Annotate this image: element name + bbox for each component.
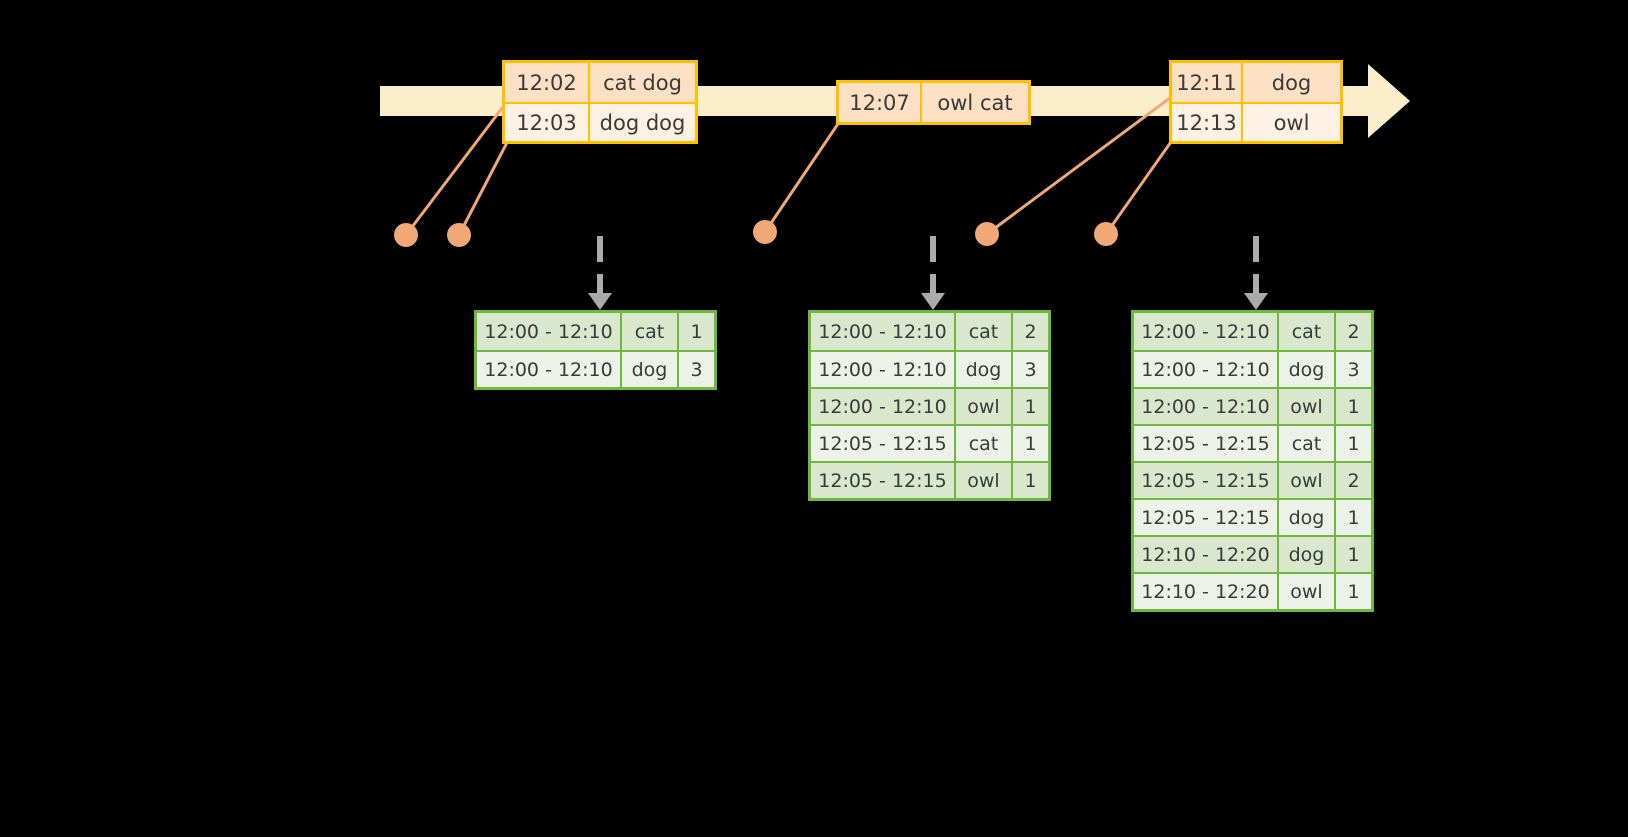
event-row: 12:07 owl cat — [839, 83, 1028, 122]
event-words: dog — [1271, 70, 1312, 95]
event-dot-2[interactable] — [447, 223, 471, 247]
key-cell: dog — [622, 352, 679, 387]
event-timestamp: 12:11 — [1172, 63, 1243, 102]
event-dot-3[interactable] — [753, 220, 777, 244]
key-cell: owl — [956, 389, 1013, 424]
window-cell: 12:05 - 12:15 — [1134, 500, 1279, 535]
key-cell: dog — [1279, 500, 1336, 535]
count-cell: 1 — [1347, 432, 1360, 455]
count-cell: 1 — [1024, 469, 1037, 492]
key-cell: dog — [956, 352, 1013, 387]
window-cell: 12:00 - 12:10 — [811, 389, 956, 424]
key-cell: cat — [956, 426, 1013, 461]
event-box-1[interactable]: 12:02 cat dog 12:03 dog dog — [502, 60, 698, 144]
event-dot-4[interactable] — [975, 222, 999, 246]
key-cell: owl — [1279, 463, 1336, 498]
window-cell: 12:00 - 12:10 — [811, 313, 956, 350]
event-words: cat dog — [603, 70, 682, 95]
event-connector-line-1 — [404, 93, 514, 237]
count-cell: 1 — [1347, 580, 1360, 603]
key-cell: cat — [622, 313, 679, 350]
event-words: dog dog — [599, 110, 686, 135]
window-cell: 12:10 - 12:20 — [1134, 537, 1279, 572]
event-connector-line-5 — [1104, 130, 1180, 236]
event-connector-line-3 — [763, 110, 848, 234]
key-cell: owl — [956, 463, 1013, 498]
count-cell: 1 — [1024, 395, 1037, 418]
event-timestamp: 12:02 — [505, 63, 590, 102]
key-cell: dog — [1279, 537, 1336, 572]
count-cell: 2 — [1347, 469, 1360, 492]
event-dot-5[interactable] — [1094, 222, 1118, 246]
count-cell: 2 — [1347, 320, 1360, 343]
key-cell: cat — [1279, 313, 1336, 350]
count-cell: 3 — [1347, 358, 1360, 381]
event-dot-1[interactable] — [394, 223, 418, 247]
flow-arrow-1-head — [588, 293, 612, 310]
count-cell: 2 — [1024, 320, 1037, 343]
event-row: 12:13 owl — [1172, 102, 1340, 141]
window-cell: 12:05 - 12:15 — [1134, 426, 1279, 461]
window-cell: 12:05 - 12:15 — [811, 426, 956, 461]
event-box-2[interactable]: 12:07 owl cat — [836, 80, 1031, 125]
window-cell: 12:05 - 12:15 — [1134, 463, 1279, 498]
event-timestamp: 12:07 — [839, 83, 922, 122]
window-cell: 12:00 - 12:10 — [811, 352, 956, 387]
window-cell: 12:10 - 12:20 — [1134, 574, 1279, 609]
window-cell: 12:00 - 12:10 — [1134, 352, 1279, 387]
aggregation-flow-arrows — [588, 236, 1268, 310]
window-cell: 12:00 - 12:10 — [1134, 313, 1279, 350]
count-cell: 3 — [1024, 358, 1037, 381]
event-row: 12:03 dog dog — [505, 102, 695, 141]
count-cell: 1 — [1347, 543, 1360, 566]
window-cell: 12:00 - 12:10 — [477, 313, 622, 350]
flow-arrow-3-head — [1244, 293, 1268, 310]
count-cell: 1 — [1024, 432, 1037, 455]
key-cell: cat — [1279, 426, 1336, 461]
count-cell: 1 — [1347, 506, 1360, 529]
event-box-3[interactable]: 12:11 dog 12:13 owl — [1169, 60, 1343, 144]
event-row: 12:02 cat dog — [505, 63, 695, 102]
event-timestamp: 12:03 — [505, 104, 590, 141]
event-row: 12:11 dog — [1172, 63, 1340, 102]
key-cell: owl — [1279, 389, 1336, 424]
event-words: owl — [1273, 110, 1310, 135]
event-words: owl cat — [937, 90, 1013, 115]
window-cell: 12:00 - 12:10 — [477, 352, 622, 387]
count-cell: 1 — [690, 320, 703, 343]
event-timestamp: 12:13 — [1172, 104, 1243, 141]
event-connector-line-2 — [457, 131, 514, 237]
count-cell: 1 — [1347, 395, 1360, 418]
key-cell: owl — [1279, 574, 1336, 609]
window-cell: 12:05 - 12:15 — [811, 463, 956, 498]
key-cell: cat — [956, 313, 1013, 350]
event-dots — [394, 220, 1118, 247]
window-cell: 12:00 - 12:10 — [1134, 389, 1279, 424]
count-cell: 3 — [690, 358, 703, 381]
flow-arrow-2-head — [921, 293, 945, 310]
key-cell: dog — [1279, 352, 1336, 387]
